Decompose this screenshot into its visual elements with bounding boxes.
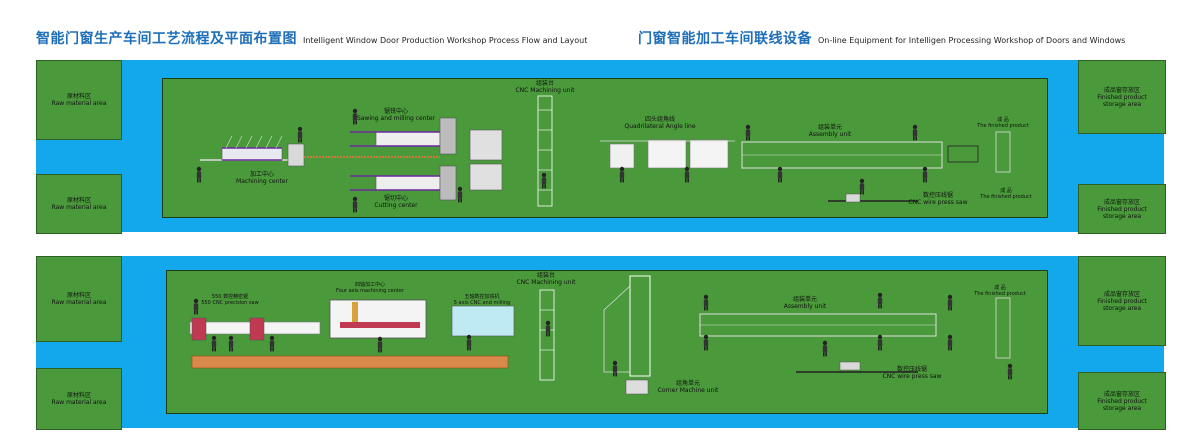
workshop-floor-line-2 [166, 270, 1048, 414]
main-title-zh: 智能门窗生产车间工艺流程及平面布置图 [36, 31, 297, 47]
machining-center-machine [200, 143, 440, 167]
four-axis-machine [329, 299, 427, 339]
equipment-title-en: On-line Equipment for Intelligen Process… [818, 36, 1126, 45]
machining-center-racks [225, 135, 283, 149]
cnc-machining-unit-line-1 [537, 95, 553, 207]
equipment-title-zh: 门窗智能加工车间联线设备 [638, 31, 812, 47]
material-conveyor-line-2 [191, 355, 509, 369]
workshop-floor-line-1 [162, 78, 1048, 218]
cutting-center-machine [350, 163, 503, 201]
five-axis-machine [451, 305, 515, 337]
precision-saw-machine [189, 317, 321, 341]
sawing-milling-center-machine [350, 117, 503, 161]
assembly-unit-line-1 [741, 131, 1011, 203]
equipment-title: 门窗智能加工车间联线设备 On-line Equipment for Intel… [638, 28, 1125, 48]
quadrilateral-angle-line-machine [600, 139, 735, 169]
assembly-unit-line-2 [699, 297, 1011, 373]
main-title: 智能门窗生产车间工艺流程及平面布置图 Intelligent Window Do… [36, 28, 587, 48]
corner-machine-unit [603, 275, 651, 395]
main-title-en: Intelligent Window Door Production Works… [303, 36, 588, 45]
